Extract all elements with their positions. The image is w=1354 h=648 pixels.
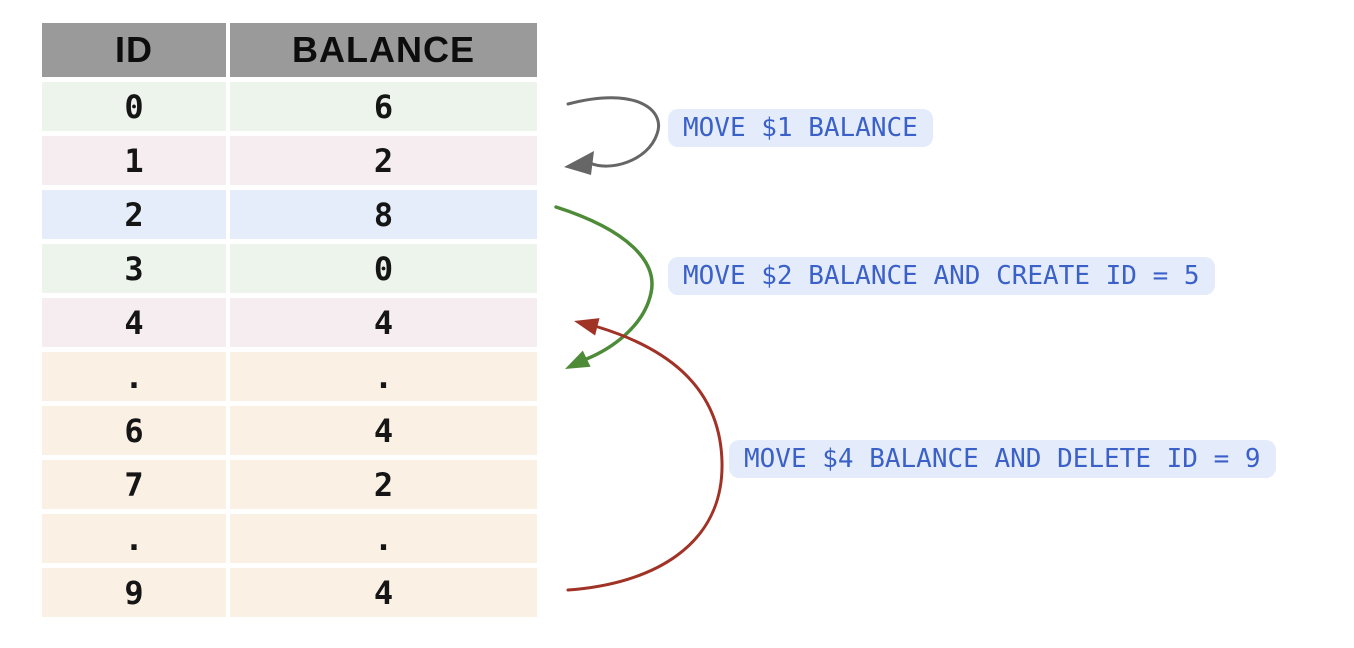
balance-cell: 8	[230, 190, 537, 239]
table-row: ..	[42, 352, 537, 401]
balance-cell: 2	[230, 460, 537, 509]
annotation-label-move-4: MOVE $4 BALANCE AND DELETE ID = 9	[729, 440, 1276, 478]
column-header-id: ID	[42, 23, 226, 77]
id-cell: 7	[42, 460, 226, 509]
annotation-label-move-1: MOVE $1 BALANCE	[668, 109, 933, 147]
gray-arrowhead-icon	[564, 151, 594, 175]
green-arrowhead-icon	[565, 350, 591, 369]
id-cell: 3	[42, 244, 226, 293]
id-cell: .	[42, 352, 226, 401]
id-cell: 2	[42, 190, 226, 239]
green-curved-arrow	[554, 205, 654, 369]
id-cell: 1	[42, 136, 226, 185]
balance-cell: 0	[230, 244, 537, 293]
column-header-balance: BALANCE	[230, 23, 537, 77]
gray-arrow-path	[566, 96, 660, 168]
balance-cell: .	[230, 352, 537, 401]
id-cell: 9	[42, 568, 226, 617]
annotation-label-move-2: MOVE $2 BALANCE AND CREATE ID = 5	[668, 257, 1215, 295]
id-cell: 4	[42, 298, 226, 347]
id-cell: 0	[42, 82, 226, 131]
balance-cell: 4	[230, 568, 537, 617]
id-cell: 6	[42, 406, 226, 455]
red-curved-arrow	[566, 318, 724, 592]
id-cell: .	[42, 514, 226, 563]
gray-curved-arrow	[564, 96, 660, 175]
red-arrow-path	[566, 325, 724, 592]
balance-cell: 4	[230, 406, 537, 455]
table-header-row: ID BALANCE	[42, 23, 537, 77]
table-row: ..	[42, 514, 537, 563]
balance-cell: 2	[230, 136, 537, 185]
green-arrow-path	[554, 205, 654, 362]
balance-cell: 6	[230, 82, 537, 131]
balance-cell: 4	[230, 298, 537, 347]
red-arrowhead-icon	[574, 318, 600, 336]
balance-cell: .	[230, 514, 537, 563]
